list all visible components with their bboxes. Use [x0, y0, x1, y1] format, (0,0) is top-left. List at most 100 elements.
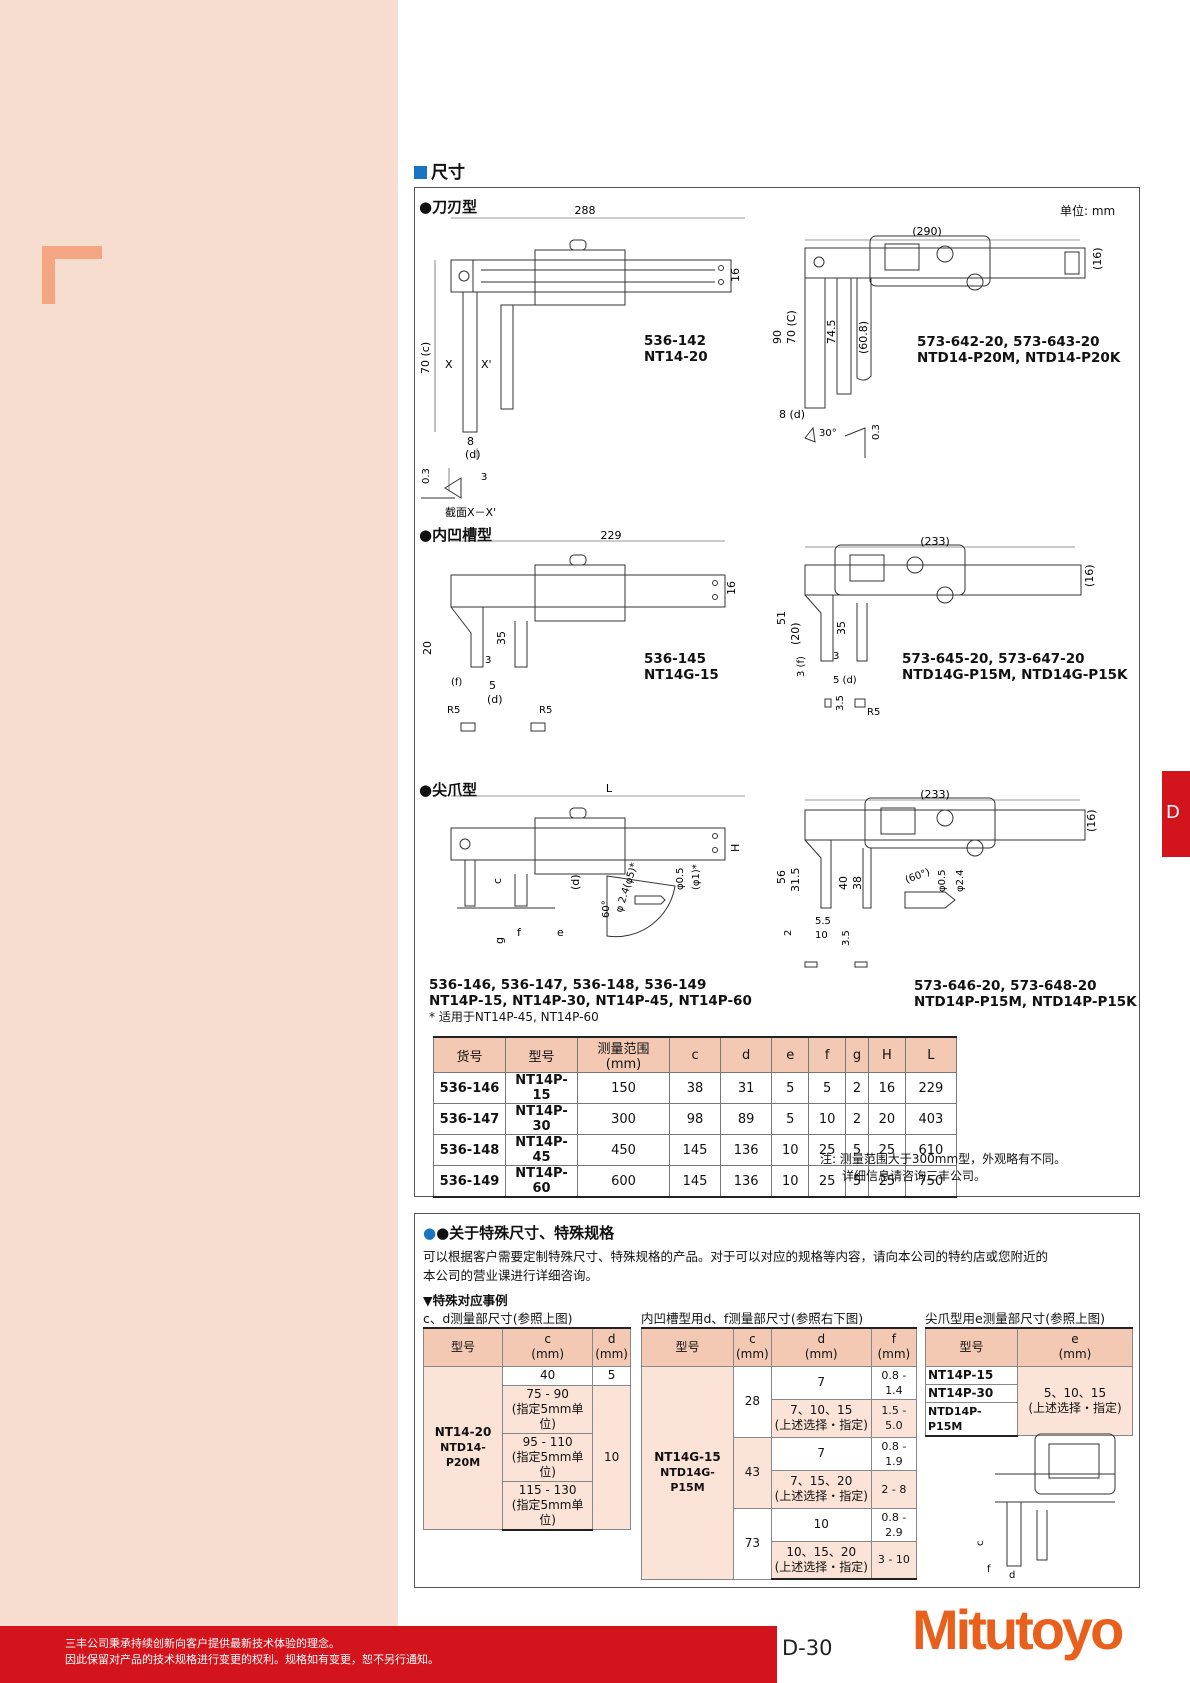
dim-phi0.5-d: φ0.5 [937, 870, 948, 893]
dim-phi2.4-d: φ2.4 [955, 870, 966, 893]
t1-th-c-label: c [544, 1332, 551, 1347]
dim-d-p: (d) [569, 874, 582, 890]
dim-16: 16 [729, 268, 742, 282]
unit-label: 单位: mm [1060, 204, 1116, 218]
dim-g: g [493, 937, 506, 944]
t1-th-model: 型号 [422, 1327, 504, 1367]
spec-th-model: 型号 [505, 1036, 578, 1073]
dim-phi1: (φ1)* [691, 864, 702, 890]
dim-31.5: 31.5 [789, 868, 802, 893]
point-digital-drawing: (233) (16) 56 31.5 40 38 2 5.5 10 3.5 (6… [775, 788, 1098, 968]
table-cell: NT14P-45 [505, 1134, 578, 1166]
table-cell: 136 [720, 1134, 773, 1166]
dim-5.5: 5.5 [815, 916, 831, 927]
table-cell: 2 - 8 [870, 1469, 918, 1509]
t3-th-e: e(mm) [1017, 1327, 1133, 1367]
groove-analog-models: 536-145 NT14G-15 [644, 651, 719, 683]
left-sidebar [0, 0, 398, 1683]
t1-model-2: NTD14-P20M [440, 1441, 486, 1470]
table-row: NT14P-15 5、10、15(上述选择・指定) [925, 1365, 1133, 1436]
table-row: 7、15、20(上述选择・指定) 2 - 8 [642, 1469, 918, 1509]
fig-f: f [987, 1564, 991, 1575]
table-cell: 5 [771, 1072, 810, 1104]
t3-caption: 尖爪型用e测量部尺寸(参照上图) [925, 1311, 1105, 1326]
knife-analog-code: 536-142 [644, 333, 706, 349]
t2-th-f: f(mm) [870, 1327, 918, 1367]
t3-th-e-unit: (mm) [1058, 1347, 1092, 1362]
footer-line-1: 三丰公司秉承持续创新向客户提供最新技术体验的理念。 [65, 1637, 340, 1650]
t1-th-c: c(mm) [502, 1327, 594, 1367]
dim-35-d: 35 [835, 621, 848, 635]
t2-th-f-label: f [891, 1332, 896, 1347]
table-row: 43 7 0.8 - 1.9 [642, 1436, 918, 1509]
table-cell: 7 [770, 1436, 872, 1471]
dim-70C: 70 (C) [785, 310, 798, 344]
table-cell: 89 [720, 1103, 773, 1135]
t2-th-d-label: d [817, 1332, 826, 1347]
point-analog-codes: 536-146, 536-147, 536-148, 536-149 [429, 977, 707, 993]
table-cell: 25 [808, 1134, 847, 1166]
table-cell: 73 [733, 1507, 772, 1580]
t1-th-d-unit: (mm) [595, 1347, 628, 1362]
section-tab-d[interactable]: D [1162, 771, 1190, 857]
t3-e-sel: (上述选择・指定) [1028, 1400, 1122, 1415]
t1-r4-spec: (指定5mm单位) [511, 1497, 584, 1527]
t2-d6-sel: (上述选择・指定) [774, 1559, 868, 1574]
dim-3f: 3 (f) [796, 656, 807, 677]
dim-r5-d: R5 [867, 707, 880, 718]
dim-20p: (20) [789, 622, 802, 645]
dim-38: 38 [851, 876, 864, 890]
table-cell: 10 [592, 1384, 631, 1530]
dim-r5: R5 [447, 705, 460, 716]
table-cell: 25 [867, 1165, 906, 1198]
dim-0.3b: 0.3 [871, 424, 882, 440]
groove-analog-drawing: 229 16 20 3 35 (f) 5 (d) R5 R5 [421, 529, 738, 732]
table-cell: 136 [720, 1165, 773, 1198]
groove-digital-drawing: (233) (16) 51 (20) 35 3 (f) 3 5 (d) 3.5 … [775, 535, 1096, 718]
dim-10: 10 [815, 930, 828, 941]
special-specs-box: ●●关于特殊尺寸、特殊规格 可以根据客户需要定制特殊尺寸、特殊规格的产品。对于可… [414, 1213, 1140, 1588]
dim-L: L [606, 782, 613, 795]
dimensions-box: 单位: mm ●刀刃型 288 16 70 (c) X X' [414, 187, 1140, 1198]
dim-290: (290) [912, 225, 942, 238]
table-row: NT14P-30 [925, 1383, 1133, 1403]
footer-line-2: 因此保留对产品的技术规格进行变更的权利。规格如有变更，恕不另行通知。 [65, 1653, 439, 1666]
table-cell: 5 [808, 1072, 847, 1104]
dim-16p: (16) [1091, 247, 1104, 270]
groove-digital-models: 573-645-20, 573-647-20 NTD14G-P15M, NTD1… [902, 651, 1127, 683]
table-cell: 95 - 110(指定5mm单位) [502, 1432, 594, 1482]
groove-type-title: ●内凹槽型 [419, 526, 493, 544]
dim-51: 51 [775, 611, 788, 625]
t1-r3-spec: (指定5mm单位) [511, 1449, 584, 1479]
table-cell: 610 [904, 1134, 958, 1166]
dim-phi0.5: φ0.5 [675, 868, 686, 891]
table-cell: 31 [720, 1072, 773, 1104]
label-xp: X' [481, 358, 492, 371]
knife-digital-codes: 573-642-20, 573-643-20 [917, 334, 1100, 350]
point-type-title: ●尖爪型 [419, 781, 478, 799]
table-row: 115 - 130(指定5mm单位) [424, 1480, 631, 1531]
mitutoyo-logo: Mitutoyo [912, 1598, 1124, 1661]
section-title-text: 尺寸 [431, 163, 465, 183]
table-cell: 450 [577, 1134, 670, 1166]
table-row: 75 - 90(指定5mm单位) 10 [424, 1384, 631, 1530]
table-cell: 20 [867, 1103, 906, 1135]
t3-th-model: 型号 [925, 1327, 1018, 1367]
groove-digital-model: NTD14G-P15M, NTD14G-P15K [902, 667, 1128, 683]
table-cell: 600 [577, 1165, 670, 1198]
table-cell: 3 - 10 [870, 1540, 918, 1580]
table-cell: 0.8 - 1.9 [870, 1436, 918, 1471]
dim-3.5: 3.5 [835, 695, 846, 711]
t1-r3c: 95 - 110 [522, 1434, 573, 1449]
spec-th-l: L [904, 1036, 958, 1073]
point-analog-models: 536-146, 536-147, 536-148, 536-149 NT14P… [429, 977, 752, 1025]
table-cell: 1.5 - 5.0 [870, 1398, 918, 1438]
dim-3-g: 3 [485, 655, 491, 666]
point-analog-drawing: L H c (d) 60° φ 2.4(φ5)* φ0.5 (φ1)* g f … [450, 782, 745, 944]
t2-d4-sel: (上述选择・指定) [774, 1489, 868, 1503]
dim-60p: (60°) [904, 867, 932, 886]
dim-60deg: 60° [601, 900, 612, 918]
